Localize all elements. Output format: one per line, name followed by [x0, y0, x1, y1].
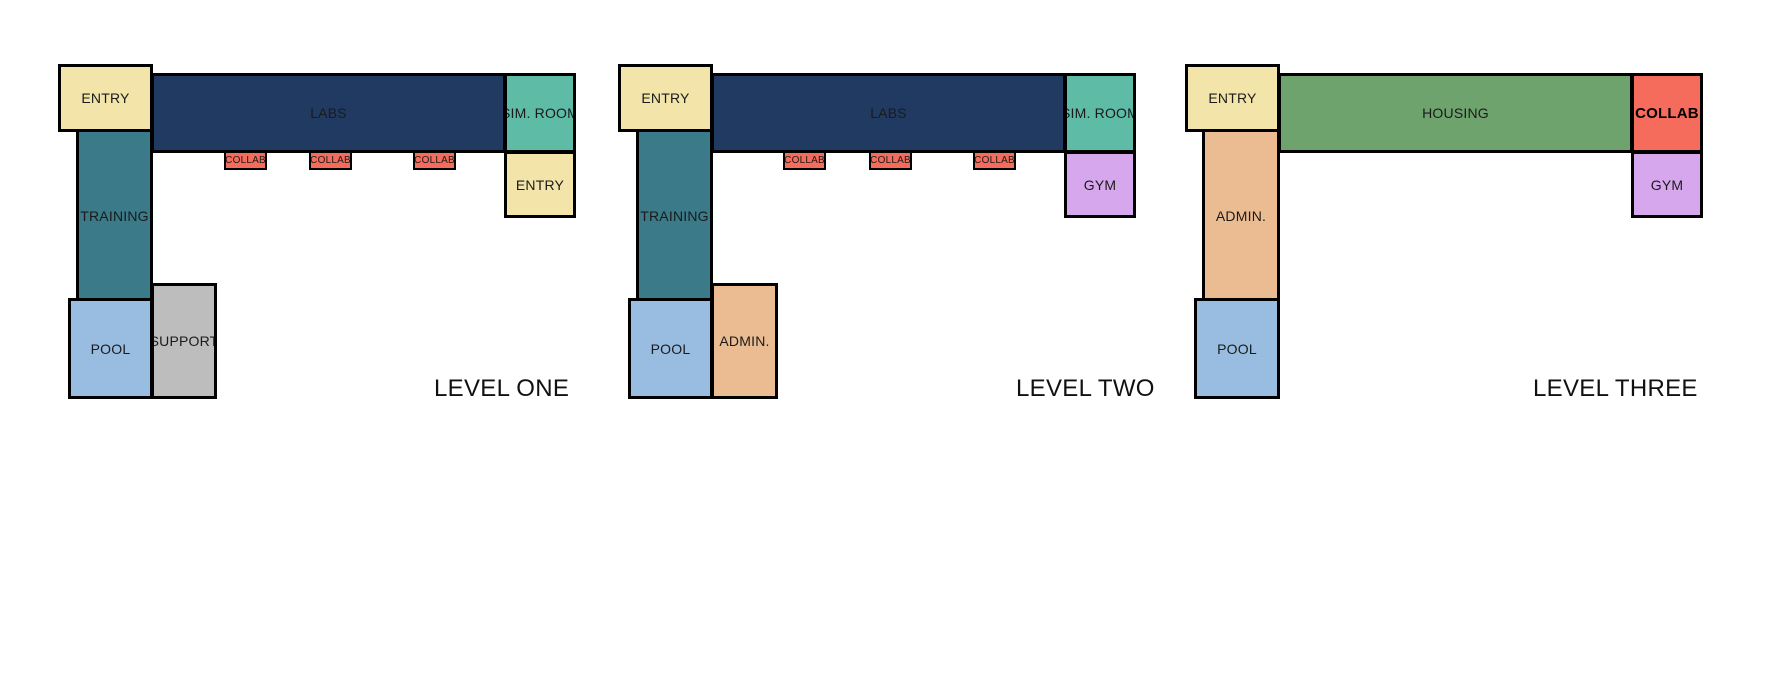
level-two-labs: LABS — [711, 73, 1066, 153]
level-three-admin: ADMIN. — [1202, 129, 1280, 303]
room-label: POOL — [90, 340, 131, 357]
level-one-training: TRAINING — [76, 129, 153, 303]
level-two-pool: POOL — [628, 298, 713, 399]
room-label: SIM. ROOM — [1064, 105, 1136, 121]
level-one-sim-room: SIM. ROOM — [504, 73, 576, 153]
room-label: COLLAB — [310, 155, 351, 166]
room-label: HOUSING — [1422, 105, 1489, 121]
level-three-housing: HOUSING — [1278, 73, 1633, 153]
room-label: COLLAB — [870, 155, 911, 166]
level-three-title: LEVEL THREE — [1533, 375, 1698, 402]
level-three-entry: ENTRY — [1185, 64, 1280, 132]
level-one-support: SUPPORT — [151, 283, 217, 399]
room-label: LABS — [310, 105, 347, 121]
room-label: COLLAB — [225, 155, 266, 166]
level-three-collab: COLLAB — [1631, 73, 1703, 153]
room-label: GYM — [1650, 176, 1684, 193]
room-label: POOL — [1217, 340, 1257, 357]
level-three-pool: POOL — [1194, 298, 1280, 399]
room-label: ENTRY — [515, 176, 565, 193]
room-label: COLLAB — [974, 155, 1015, 166]
level-two-gym: GYM — [1064, 151, 1136, 218]
level-two-sim-room: SIM. ROOM — [1064, 73, 1136, 153]
level-one-pool: POOL — [68, 298, 153, 399]
level-one-collab-1: COLLAB — [224, 151, 267, 170]
level-one-collab-3: COLLAB — [413, 151, 456, 170]
level-two-admin: ADMIN. — [711, 283, 778, 399]
level-one-labs: LABS — [151, 73, 506, 153]
room-label: TRAINING — [80, 208, 149, 224]
room-label: ADMIN. — [719, 333, 770, 349]
level-one-collab-2: COLLAB — [309, 151, 352, 170]
room-label: ADMIN. — [1215, 208, 1267, 224]
level-two-entry: ENTRY — [618, 64, 713, 132]
level-one-entry-east: ENTRY — [504, 151, 576, 218]
level-one-entry: ENTRY — [58, 64, 153, 132]
level-two-collab-3: COLLAB — [973, 151, 1016, 170]
room-label: TRAINING — [640, 208, 709, 224]
room-label: ENTRY — [81, 90, 130, 106]
level-two-training: TRAINING — [636, 129, 713, 303]
room-label: ENTRY — [1208, 90, 1257, 106]
room-label: SIM. ROOM — [504, 105, 576, 121]
room-label: LABS — [870, 105, 907, 121]
room-label: COLLAB — [1635, 104, 1699, 122]
level-two-title: LEVEL TWO — [1016, 375, 1155, 402]
room-label: POOL — [650, 340, 691, 357]
room-label: SUPPORT — [151, 333, 217, 349]
level-two-collab-1: COLLAB — [783, 151, 826, 170]
level-three-gym: GYM — [1631, 151, 1703, 218]
room-label: COLLAB — [784, 155, 825, 166]
room-label: ENTRY — [641, 90, 690, 106]
room-label: COLLAB — [414, 155, 455, 166]
level-one-title: LEVEL ONE — [434, 375, 570, 402]
room-label: GYM — [1083, 176, 1117, 193]
level-two-collab-2: COLLAB — [869, 151, 912, 170]
